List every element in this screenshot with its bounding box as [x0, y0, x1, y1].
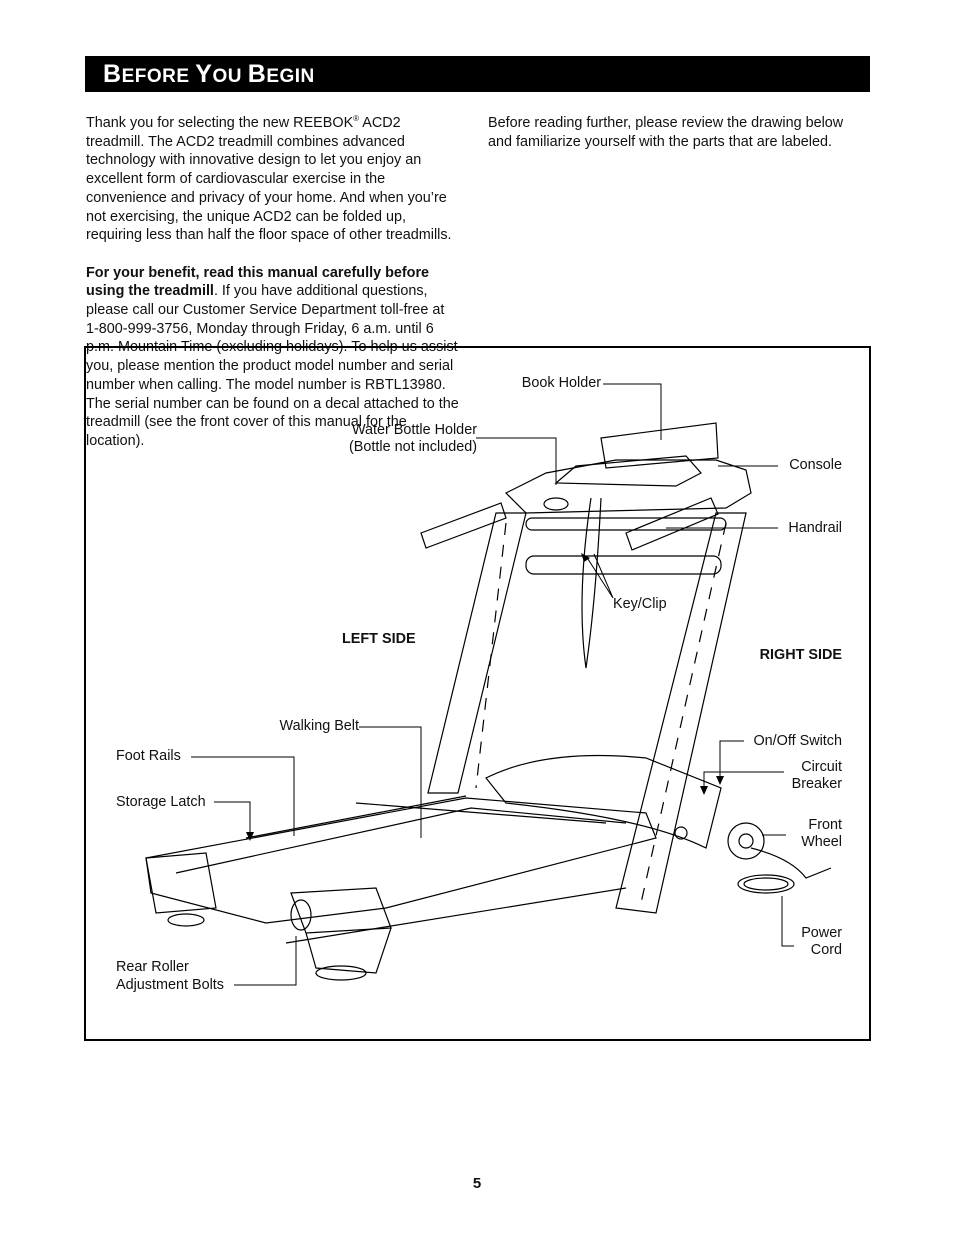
intro-text: Thank you for selecting the new REEBOK — [86, 115, 354, 131]
leader-arrowheads — [246, 553, 724, 841]
label-console: Console — [789, 457, 842, 473]
label-power-cord-2: Cord — [810, 942, 842, 958]
label-water-bottle-note: (Bottle not included) — [349, 439, 477, 455]
intro-paragraph-2: For your benefit, read this manual caref… — [86, 264, 461, 451]
label-walking-belt: Walking Belt — [279, 718, 359, 734]
treadmill-drawing — [145, 383, 832, 986]
section-title-bar: BEFORE YOU BEGIN — [85, 56, 870, 92]
label-left-side: LEFT SIDE — [342, 631, 416, 647]
page-number: 5 — [472, 1175, 482, 1192]
label-power-cord-1: Power — [801, 925, 842, 941]
label-foot-rails: Foot Rails — [116, 748, 181, 764]
treadmill-diagram: Book Holder Water Bottle Holder (Bottle … — [84, 346, 871, 1041]
label-on-off-switch: On/Off Switch — [753, 733, 842, 749]
title-initial: Y — [195, 60, 213, 88]
intro-paragraph-1: Thank you for selecting the new REEBOK® … — [86, 114, 461, 245]
label-circuit-breaker-1: Circuit — [801, 759, 842, 775]
title-part: EFORE — [121, 66, 196, 87]
label-front-wheel-1: Front — [808, 817, 842, 833]
title-part: EGIN — [266, 66, 315, 87]
label-rear-roller-1: Rear Roller — [116, 959, 189, 975]
label-circuit-breaker-2: Breaker — [791, 776, 842, 792]
intro-text: ACD2 treadmill. The ACD2 treadmill combi… — [86, 115, 452, 244]
title-part: OU — [212, 66, 248, 87]
intro-bold-text: For your benefit, read this manual caref… — [86, 264, 430, 300]
intro-paragraph-3: Before reading further, please review th… — [488, 115, 844, 150]
intro-column-right: Before reading further, please review th… — [488, 114, 863, 170]
label-water-bottle-holder: Water Bottle Holder — [351, 422, 477, 438]
label-right-side: RIGHT SIDE — [759, 647, 842, 663]
label-handrail: Handrail — [788, 520, 842, 536]
label-front-wheel-2: Wheel — [801, 834, 842, 850]
leader-lines — [191, 383, 794, 986]
title-initial: B — [103, 60, 122, 88]
label-book-holder: Book Holder — [521, 375, 601, 391]
registered-mark: ® — [353, 114, 360, 124]
title-initial: B — [247, 60, 267, 88]
intro-column-left: Thank you for selecting the new REEBOK® … — [86, 114, 461, 469]
intro-text: . If you have additional questions, plea… — [86, 283, 459, 449]
label-storage-latch: Storage Latch — [116, 794, 206, 810]
treadmill-illustration — [145, 422, 832, 981]
label-key-clip: Key/Clip — [613, 596, 667, 612]
section-title: BEFORE YOU BEGIN — [103, 60, 315, 91]
label-rear-roller-2: Adjustment Bolts — [116, 977, 224, 993]
